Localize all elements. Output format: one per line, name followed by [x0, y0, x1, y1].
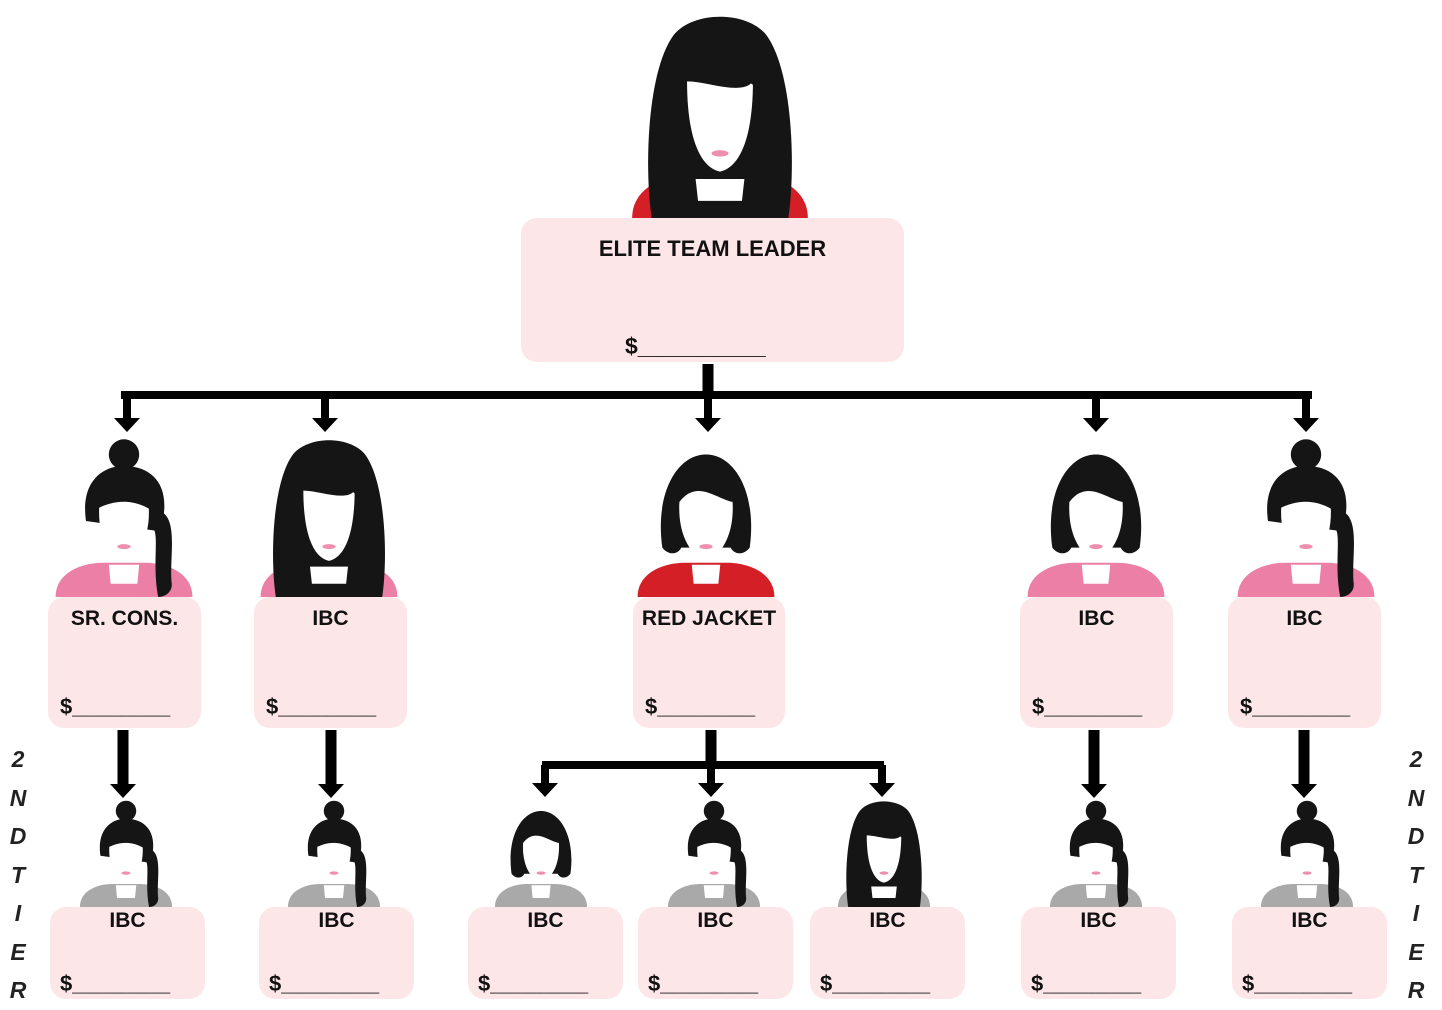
member-amount-field[interactable]: $________ [478, 971, 589, 996]
woman-bob-hair-icon [494, 811, 588, 907]
arrow-head [698, 783, 724, 797]
member-role-label: IBC [527, 909, 564, 932]
member-amount-field[interactable]: $________ [1242, 971, 1353, 996]
arrow-head [312, 418, 338, 432]
member-role-label: IBC [109, 909, 146, 932]
arrow-head [1081, 784, 1107, 798]
tier-label-char: 2 [11, 746, 25, 772]
member-role-label: SR. CONS. [70, 607, 179, 630]
arrow-head [318, 784, 344, 798]
member-role-label: IBC [1286, 607, 1323, 630]
tier-label-char: E [1408, 938, 1424, 965]
woman-hair-bun-icon [55, 439, 193, 597]
tier-label-char: T [1408, 861, 1424, 888]
woman-long-hair-icon [260, 440, 398, 597]
member-amount-field[interactable]: $________ [820, 971, 931, 996]
woman-hair-bun-icon [287, 800, 381, 907]
first-tier-box: SR. CONS. $________ [48, 597, 201, 728]
woman-hair-bun-icon [1237, 439, 1375, 597]
member-amount-field[interactable]: $________ [1032, 694, 1143, 719]
arrow-head [1083, 418, 1109, 432]
woman-long-hair-icon [837, 801, 931, 907]
second-tier-box: IBC $________ [638, 907, 793, 999]
tier-label-char: I [14, 900, 22, 926]
member-role-label: IBC [312, 607, 349, 630]
arrow-head [1291, 784, 1317, 798]
woman-hair-bun-icon [1049, 800, 1143, 907]
member-amount-field[interactable]: $________ [648, 971, 759, 996]
woman-long-hair-icon [632, 16, 808, 218]
tier-label-char: I [1412, 900, 1420, 926]
member-role-label: IBC [869, 909, 906, 932]
leader-role-label: ELITE TEAM LEADER [598, 236, 827, 261]
member-amount-field[interactable]: $________ [1240, 694, 1351, 719]
first-tier-box: RED JACKET $________ [633, 597, 785, 728]
arrow-head [532, 783, 558, 797]
left-tier-label: 2 N D T I E R [6, 740, 30, 1010]
member-role-label: IBC [1078, 607, 1115, 630]
woman-bob-hair-icon [637, 454, 775, 597]
tier-label-char: 2 [1409, 746, 1423, 772]
right-tier-label: 2 N D T I E R [1404, 740, 1428, 1010]
leader-amount-field[interactable]: $__________ [625, 333, 766, 359]
tier-label-char: T [10, 861, 26, 888]
member-role-label: IBC [318, 909, 355, 932]
woman-hair-bun-icon [667, 800, 761, 907]
arrow-head [869, 783, 895, 797]
member-amount-field[interactable]: $________ [269, 971, 380, 996]
tier-label-char: D [9, 823, 27, 849]
arrow-head [695, 418, 721, 432]
second-tier-box: IBC $________ [1232, 907, 1387, 999]
first-tier-box: IBC $________ [1020, 597, 1173, 728]
woman-hair-bun-icon [1260, 800, 1354, 907]
arrow-head [110, 784, 136, 798]
second-tier-box: IBC $________ [810, 907, 965, 999]
tier-label-char: R [1407, 977, 1425, 1003]
member-role-label: RED JACKET [641, 607, 777, 630]
arrow-head [1293, 418, 1319, 432]
tier-label-char: E [10, 938, 26, 965]
tier-label-char: R [9, 977, 27, 1003]
member-amount-field[interactable]: $________ [60, 694, 171, 719]
member-role-label: IBC [697, 909, 734, 932]
tier-label-char: N [9, 784, 27, 811]
member-amount-field[interactable]: $________ [266, 694, 377, 719]
second-tier-box: IBC $________ [50, 907, 205, 999]
second-tier-box: IBC $________ [259, 907, 414, 999]
tier-label-char: N [1407, 784, 1425, 811]
arrow-head [114, 418, 140, 432]
woman-hair-bun-icon [79, 800, 173, 907]
first-tier-box: IBC $________ [1228, 597, 1381, 728]
member-role-label: IBC [1291, 909, 1328, 932]
member-amount-field[interactable]: $________ [1031, 971, 1142, 996]
second-tier-box: IBC $________ [1021, 907, 1176, 999]
tier-label-char: D [1407, 823, 1425, 849]
leader-box: ELITE TEAM LEADER $__________ [521, 218, 904, 362]
member-amount-field[interactable]: $________ [60, 971, 171, 996]
woman-bob-hair-icon [1027, 454, 1165, 597]
member-amount-field[interactable]: $________ [645, 694, 756, 719]
member-role-label: IBC [1080, 909, 1117, 932]
second-tier-box: IBC $________ [468, 907, 623, 999]
first-tier-box: IBC $________ [254, 597, 407, 728]
